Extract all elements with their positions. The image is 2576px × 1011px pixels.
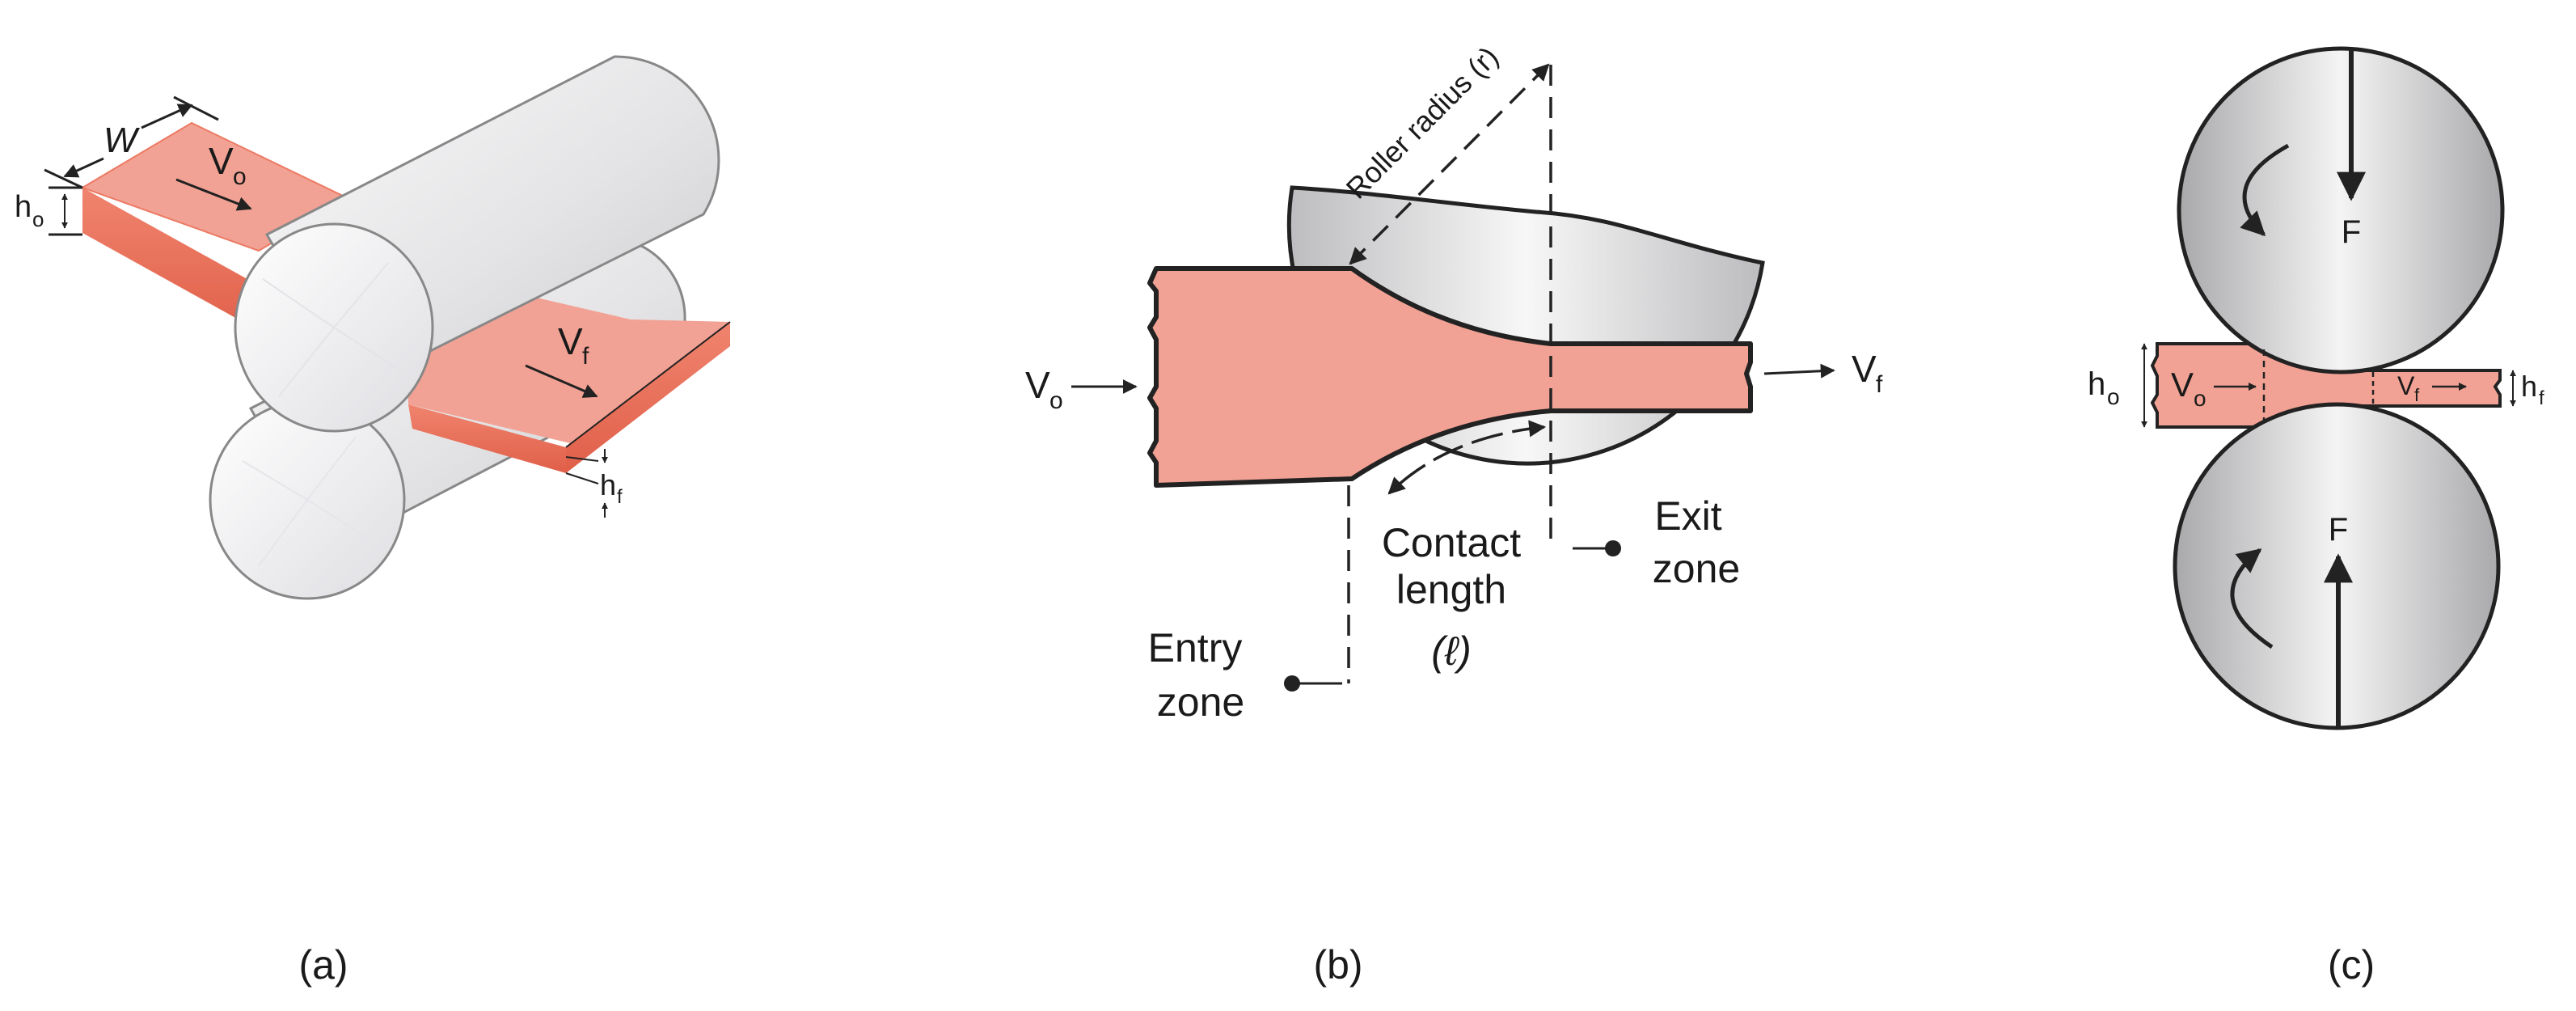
top-rotation-icon [2240, 143, 2290, 237]
exit-velocity-label: V [558, 320, 583, 362]
exit-velocity-subscript: f [2414, 385, 2420, 405]
exit-velocity: V f [525, 320, 598, 398]
exit-velocity-arrow [1763, 363, 1835, 379]
roller-radius-arrow [1349, 63, 1550, 265]
panel-b: Roller radius (r) V o V f Contact length… [1025, 40, 1883, 988]
top-roll [2177, 46, 2505, 374]
panel-c-caption: (c) [2328, 942, 2375, 988]
width-label: W [103, 121, 140, 160]
exit-thickness: h f [565, 449, 623, 518]
entry-thickness-subscript: o [2107, 384, 2120, 409]
bottom-rotation-icon [2230, 548, 2274, 649]
exit-zone-line1: Exit [1654, 493, 1721, 539]
entry-velocity: V o [175, 140, 252, 211]
entry-velocity-subscript: o [233, 163, 247, 190]
roller-radius-label: Roller radius (r) [1340, 40, 1505, 205]
panel-a: W V o h o V f h f (a [15, 55, 731, 988]
entry-zone-line2: zone [1157, 679, 1244, 725]
exit-zone-line2: zone [1653, 546, 1740, 591]
exit-thickness-label: h [600, 468, 616, 501]
exit-velocity-subscript: f [582, 343, 589, 370]
entry-thickness: h o [15, 186, 82, 236]
entry-velocity-subscript: o [1049, 387, 1063, 414]
exit-velocity-label: V [1852, 348, 1877, 390]
top-roller [234, 55, 720, 433]
workpiece-profile [1147, 266, 1753, 488]
contact-length-line2: length [1396, 567, 1506, 612]
entry-velocity-label: V [209, 140, 234, 182]
entry-thickness-label: h [2088, 366, 2105, 402]
exit-thickness-subscript: f [617, 486, 623, 508]
entry-velocity-label: V [1025, 364, 1050, 406]
bottom-force-label: F [2329, 512, 2348, 548]
exit-thickness-subscript: f [2539, 387, 2544, 409]
contact-length-line1: Contact [1382, 520, 1521, 565]
contact-length-symbol: (ℓ) [1431, 628, 1471, 674]
entry-velocity-subscript: o [2194, 386, 2206, 411]
panel-a-caption: (a) [298, 942, 348, 988]
top-force-label: F [2342, 214, 2361, 250]
contact-length-arrow [1387, 420, 1547, 495]
exit-thickness-label: h [2521, 370, 2537, 403]
entry-thickness-label: h [15, 190, 32, 224]
panel-b-caption: (b) [1313, 942, 1362, 988]
entry-zone-line1: Entry [1148, 625, 1243, 670]
entry-thickness-subscript: o [32, 207, 44, 231]
panel-c: F F h o V o V f h f (c) [2088, 46, 2544, 988]
width-dimension: W [44, 95, 219, 189]
exit-velocity-label: V [2397, 371, 2415, 400]
exit-velocity-subscript: f [1876, 371, 1883, 398]
entry-velocity-label: V [2171, 366, 2194, 404]
